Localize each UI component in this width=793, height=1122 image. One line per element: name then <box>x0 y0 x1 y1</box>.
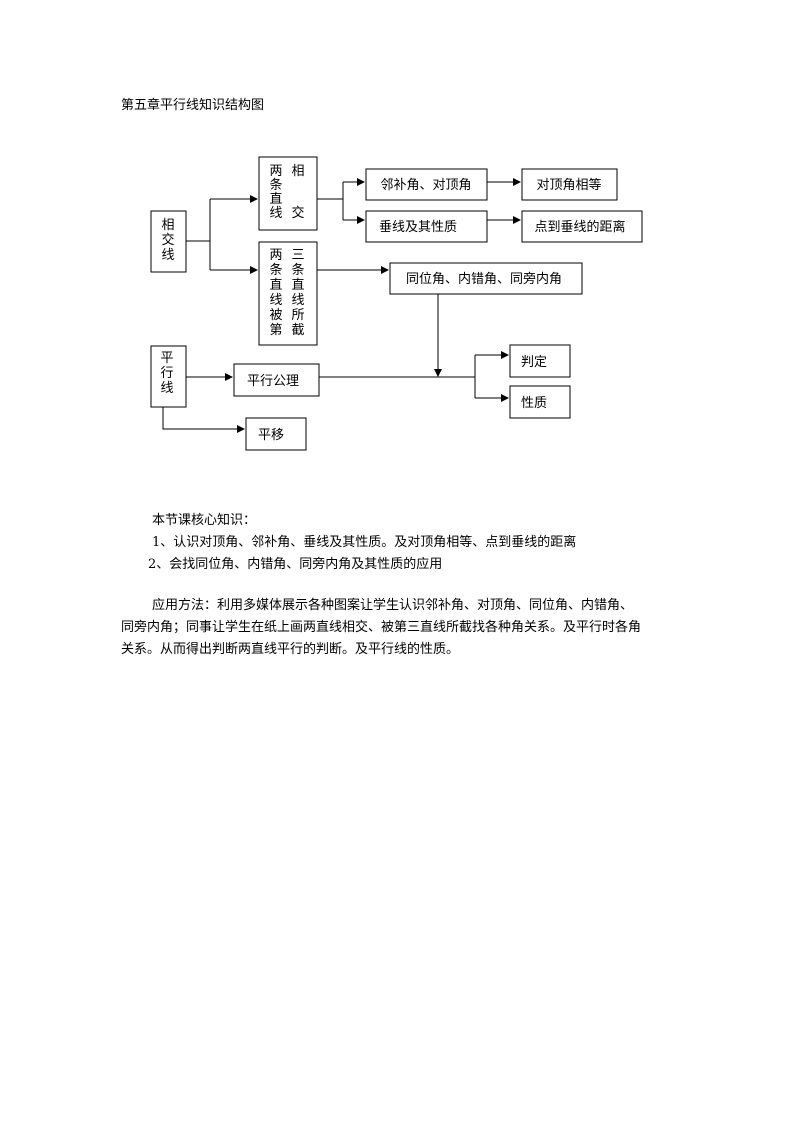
box-distance: 点到垂线的距离 <box>521 210 643 243</box>
box-pingxingxian: 平 行 线 <box>150 345 187 408</box>
svg-text:性质: 性质 <box>521 396 547 411</box>
svg-text:垂线及其性质: 垂线及其性质 <box>379 220 457 235</box>
pingxingxian-char: 平 <box>160 351 173 366</box>
core-heading: 本节课核心知识： <box>152 513 257 528</box>
pingxingxian-char: 线 <box>160 381 173 396</box>
xiangjiaoxian-char: 相 <box>161 218 174 233</box>
xiangjiaoxian-char: 线 <box>161 248 174 263</box>
method-line: 同旁内角；同事让学生在纸上画两直线相交、被第三直线所截找各种角关系。及平行时各角 <box>121 620 642 635</box>
liangtiao-right-char: 交 <box>291 205 304 221</box>
box-duiding-equal: 对顶角相等 <box>521 168 618 201</box>
core-item-2: 2、会找同位角、内错角、同旁内角及其性质的应用 <box>148 557 443 572</box>
beijie-right-char: 线 <box>291 293 304 308</box>
svg-text:同位角、内错角、同旁内角: 同位角、内错角、同旁内角 <box>406 271 562 287</box>
svg-text:平移: 平移 <box>258 428 284 443</box>
box-beijie: 两 条 直 线 被 第 三 条 直 线 所 截 <box>258 241 318 346</box>
method-line: 关系。从而得出判断两直线平行的判断。及平行线的性质。 <box>121 642 460 657</box>
core-knowledge: 本节课核心知识： 1、认识对顶角、邻补角、垂线及其性质。及对顶角相等、点到垂线的… <box>121 510 681 576</box>
box-xiangjiaoxian: 相 交 线 <box>150 210 187 273</box>
method-line: 应用方法：利用多媒体展示各种图案让学生认识邻补角、对顶角、同位角、内错角、 <box>152 598 634 613</box>
box-linbu: 邻补角、对顶角 <box>365 168 488 201</box>
box-chuixian: 垂线及其性质 <box>365 210 488 243</box>
beijie-left-char: 第 <box>269 323 282 338</box>
beijie-left-char: 直 <box>269 278 282 293</box>
box-liangtiao-xiangjiao: 两 条 直 线 相 交 <box>258 156 318 231</box>
beijie-right-char: 条 <box>291 262 304 278</box>
beijie-left-char: 条 <box>269 262 282 278</box>
method-paragraph: 应用方法：利用多媒体展示各种图案让学生认识邻补角、对顶角、同位角、内错角、 同旁… <box>121 595 681 661</box>
liangtiao-left-char: 两 <box>269 164 282 179</box>
connectors <box>162 178 521 433</box>
xiangjiaoxian-char: 交 <box>161 232 174 248</box>
knowledge-structure-diagram: 相 交 线 两 条 直 线 相 交 两 条 直 线 被 第 三 条 直 线 所 … <box>150 156 643 451</box>
pingxingxian-char: 行 <box>160 366 173 381</box>
box-panding: 判定 <box>509 344 571 378</box>
liangtiao-left-char: 直 <box>269 192 282 207</box>
svg-text:判定: 判定 <box>521 355 547 370</box>
liangtiao-right-char: 相 <box>291 164 304 179</box>
beijie-left-char: 两 <box>269 248 282 263</box>
page-title: 第五章平行线知识结构图 <box>121 98 265 113</box>
svg-text:点到垂线的距离: 点到垂线的距离 <box>534 219 625 235</box>
svg-text:对顶角相等: 对顶角相等 <box>536 177 601 193</box>
liangtiao-left-char: 线 <box>269 206 282 221</box>
beijie-right-char: 所 <box>291 308 304 323</box>
svg-text:邻补角、对顶角: 邻补角、对顶角 <box>380 178 471 193</box>
beijie-right-char: 三 <box>291 248 304 263</box>
box-pingyi: 平移 <box>245 417 307 451</box>
box-gongli: 平行公理 <box>233 363 320 397</box>
box-tongwei: 同位角、内错角、同旁内角 <box>389 262 583 295</box>
liangtiao-left-char: 条 <box>269 177 282 193</box>
arrow <box>162 407 245 433</box>
svg-text:平行公理: 平行公理 <box>247 374 299 389</box>
beijie-left-char: 被 <box>269 308 282 323</box>
beijie-right-char: 直 <box>291 278 304 293</box>
core-item-1: 1、认识对顶角、邻补角、垂线及其性质。及对顶角相等、点到垂线的距离 <box>152 535 577 550</box>
beijie-right-char: 截 <box>291 323 304 338</box>
box-xingzhi: 性质 <box>509 385 571 419</box>
beijie-left-char: 线 <box>269 293 282 308</box>
